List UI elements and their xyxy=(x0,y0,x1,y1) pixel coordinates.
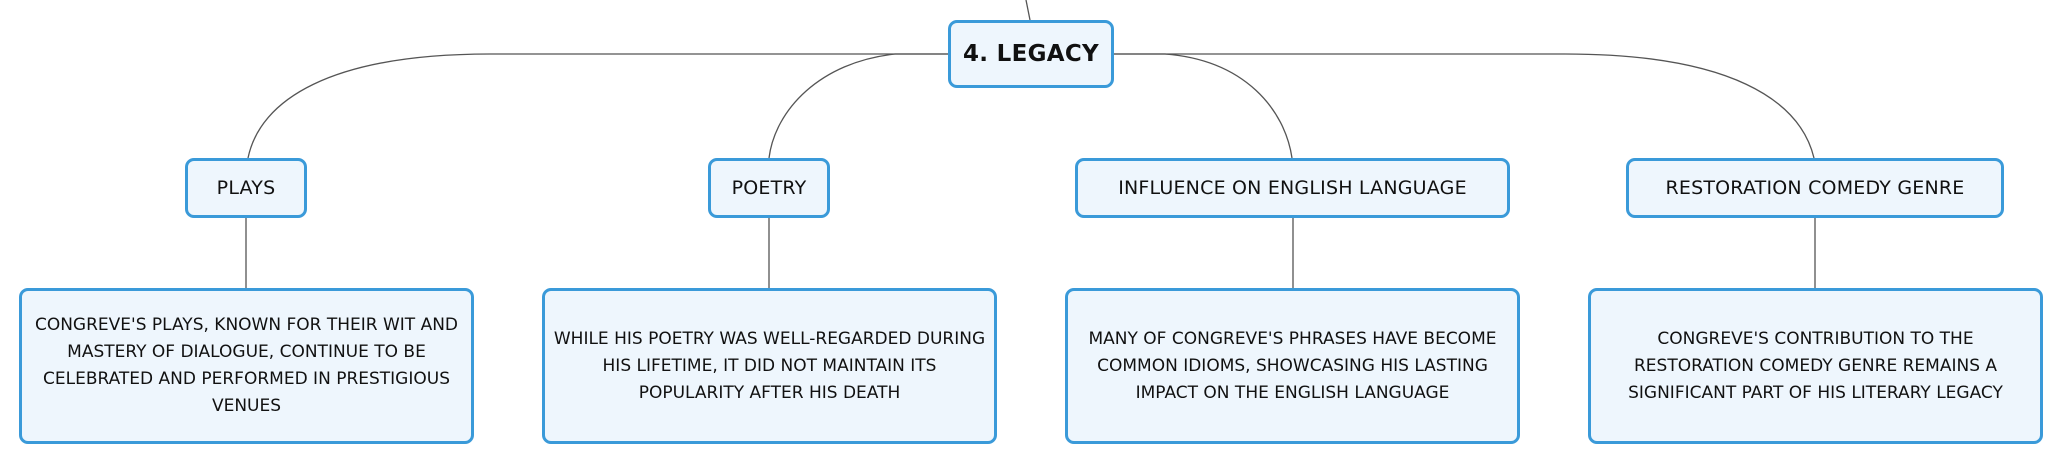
detail-text-influence: MANY OF CONGREVE'S PHRASES HAVE BECOME C… xyxy=(1088,328,1497,403)
connector-root-to-plays xyxy=(247,53,948,159)
detail-node-influence[interactable]: MANY OF CONGREVE'S PHRASES HAVE BECOME C… xyxy=(1065,288,1520,444)
branch-node-restoration[interactable]: RESTORATION COMEDY GENRE xyxy=(1626,158,2004,218)
branch-node-poetry[interactable]: POETRY xyxy=(708,158,830,218)
branch-label-restoration: RESTORATION COMEDY GENRE xyxy=(1665,177,1965,199)
connector-parent-to-root xyxy=(1025,0,1031,21)
detail-text-poetry: WHILE HIS POETRY WAS WELL-REGARDED DURIN… xyxy=(553,328,986,403)
detail-node-plays[interactable]: CONGREVE'S PLAYS, KNOWN FOR THEIR WIT AN… xyxy=(19,288,474,444)
branch-node-plays[interactable]: PLAYS xyxy=(185,158,307,218)
branch-node-influence[interactable]: INFLUENCE ON ENGLISH LANGUAGE xyxy=(1075,158,1510,218)
branch-label-plays: PLAYS xyxy=(216,177,276,199)
root-node[interactable]: 4. LEGACY xyxy=(948,20,1114,88)
detail-text-plays: CONGREVE'S PLAYS, KNOWN FOR THEIR WIT AN… xyxy=(34,315,459,416)
root-label: 4. LEGACY xyxy=(962,41,1100,67)
connector-root-to-restoration xyxy=(1114,53,1815,159)
detail-node-restoration[interactable]: CONGREVE'S CONTRIBUTION TO THE RESTORATI… xyxy=(1588,288,2043,444)
detail-node-poetry[interactable]: WHILE HIS POETRY WAS WELL-REGARDED DURIN… xyxy=(542,288,997,444)
connector-root-to-influence xyxy=(1114,53,1293,159)
branch-label-influence: INFLUENCE ON ENGLISH LANGUAGE xyxy=(1118,177,1467,199)
connector-root-to-poetry xyxy=(768,53,948,159)
branch-label-poetry: POETRY xyxy=(731,177,807,199)
detail-text-restoration: CONGREVE'S CONTRIBUTION TO THE RESTORATI… xyxy=(1628,328,2003,403)
